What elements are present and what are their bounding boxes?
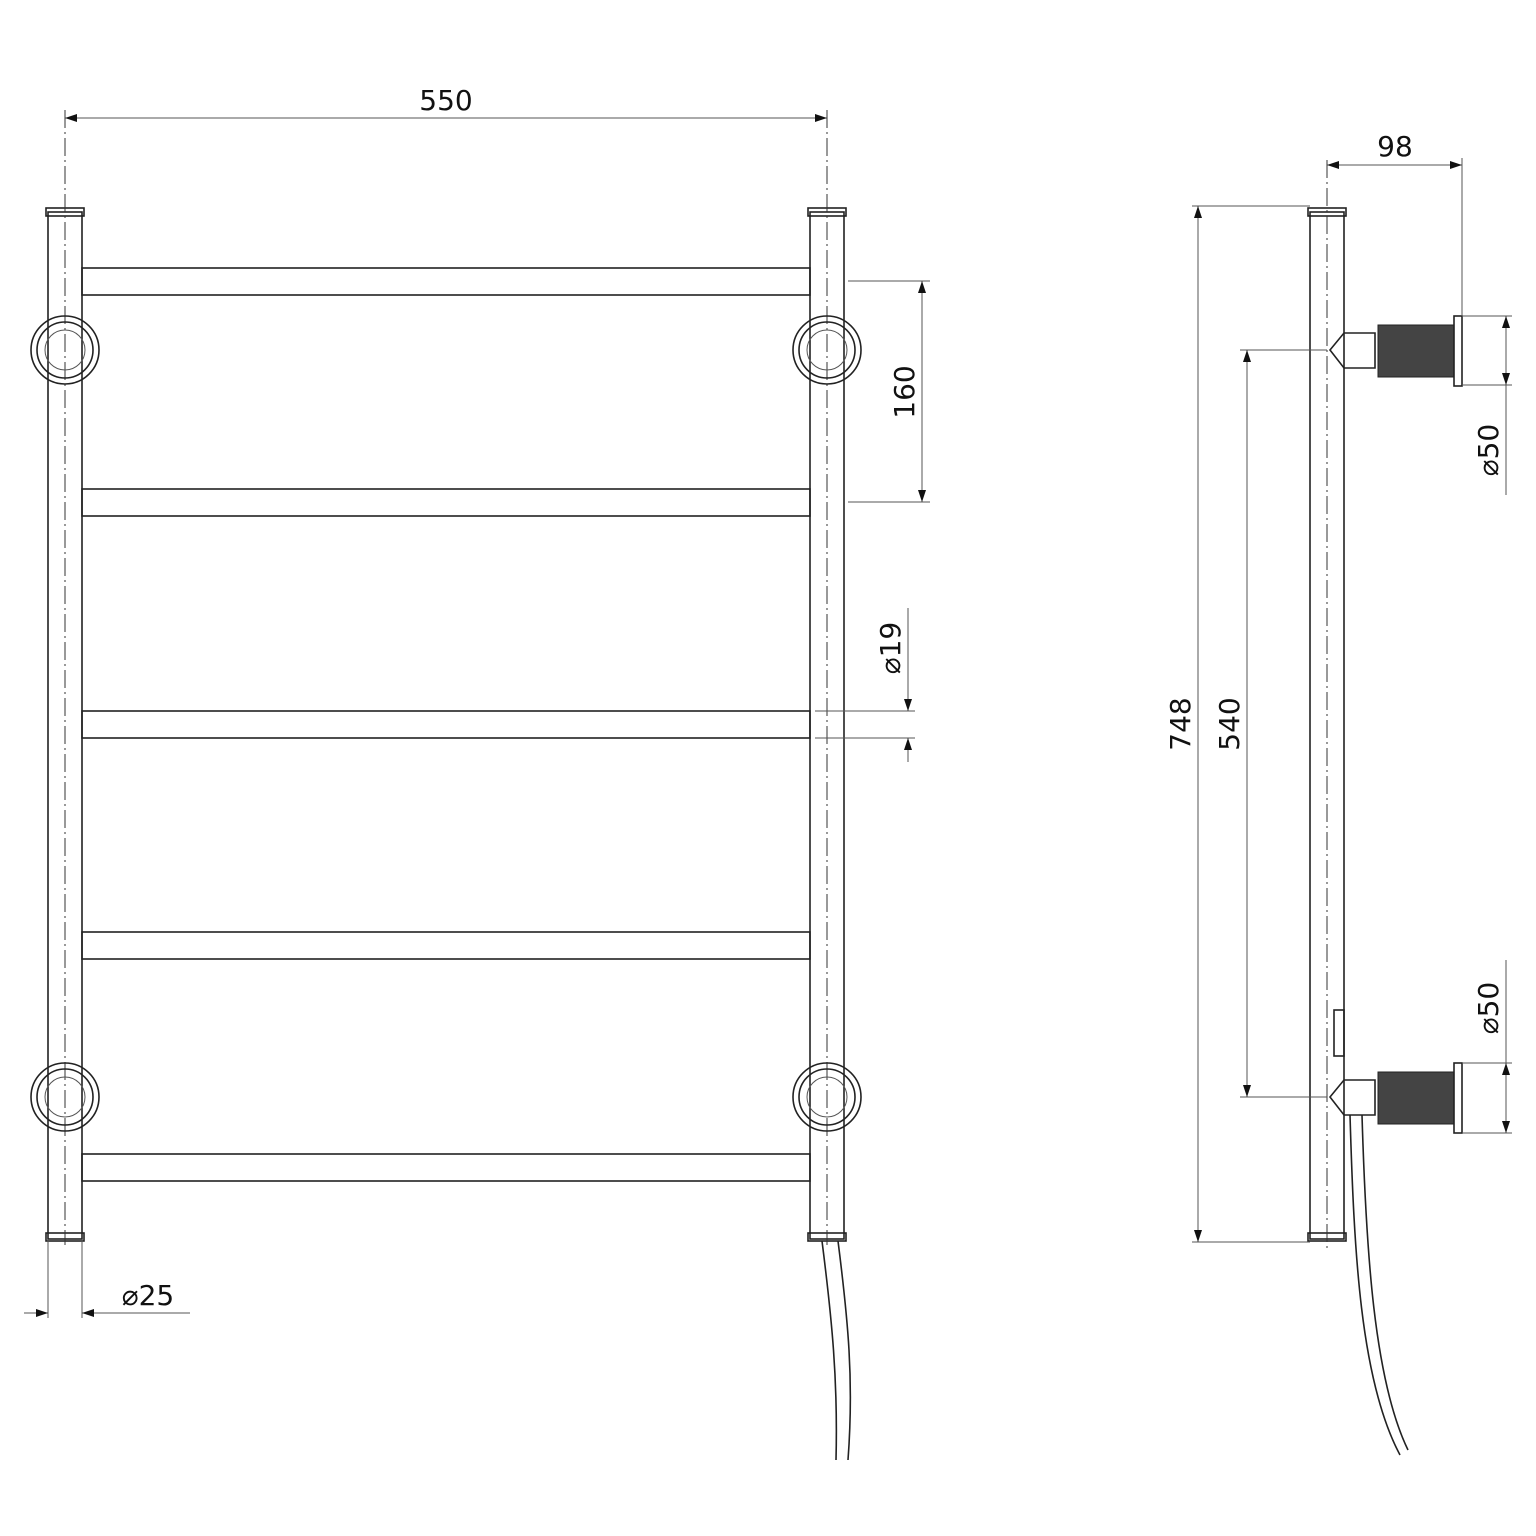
bottom-bracket: [1328, 1009, 1463, 1134]
dim-rail-spacing: 160: [888, 365, 921, 418]
dim-bracket-centres: 540: [1213, 697, 1246, 750]
rails: [81, 267, 811, 1182]
dim-upright-diameter: ⌀25: [122, 1279, 175, 1312]
power-cable: [1349, 1114, 1401, 1456]
front-view: 550 160 ⌀19 ⌀25: [24, 84, 930, 1461]
dim-bottom-bracket-diameter: ⌀50: [1472, 982, 1505, 1035]
dim-overall-height: 748: [1164, 697, 1197, 750]
dim-overall-width: 550: [419, 84, 472, 117]
dim-wall-projection: 98: [1377, 130, 1413, 163]
wall-brackets: [30, 315, 862, 1132]
top-bracket: [1328, 315, 1463, 387]
power-cable: [821, 1240, 838, 1461]
dim-rail-diameter: ⌀19: [874, 622, 907, 675]
dim-top-bracket-diameter: ⌀50: [1472, 424, 1505, 477]
side-view: 98 748 540 ⌀50 ⌀50: [1164, 130, 1512, 1456]
